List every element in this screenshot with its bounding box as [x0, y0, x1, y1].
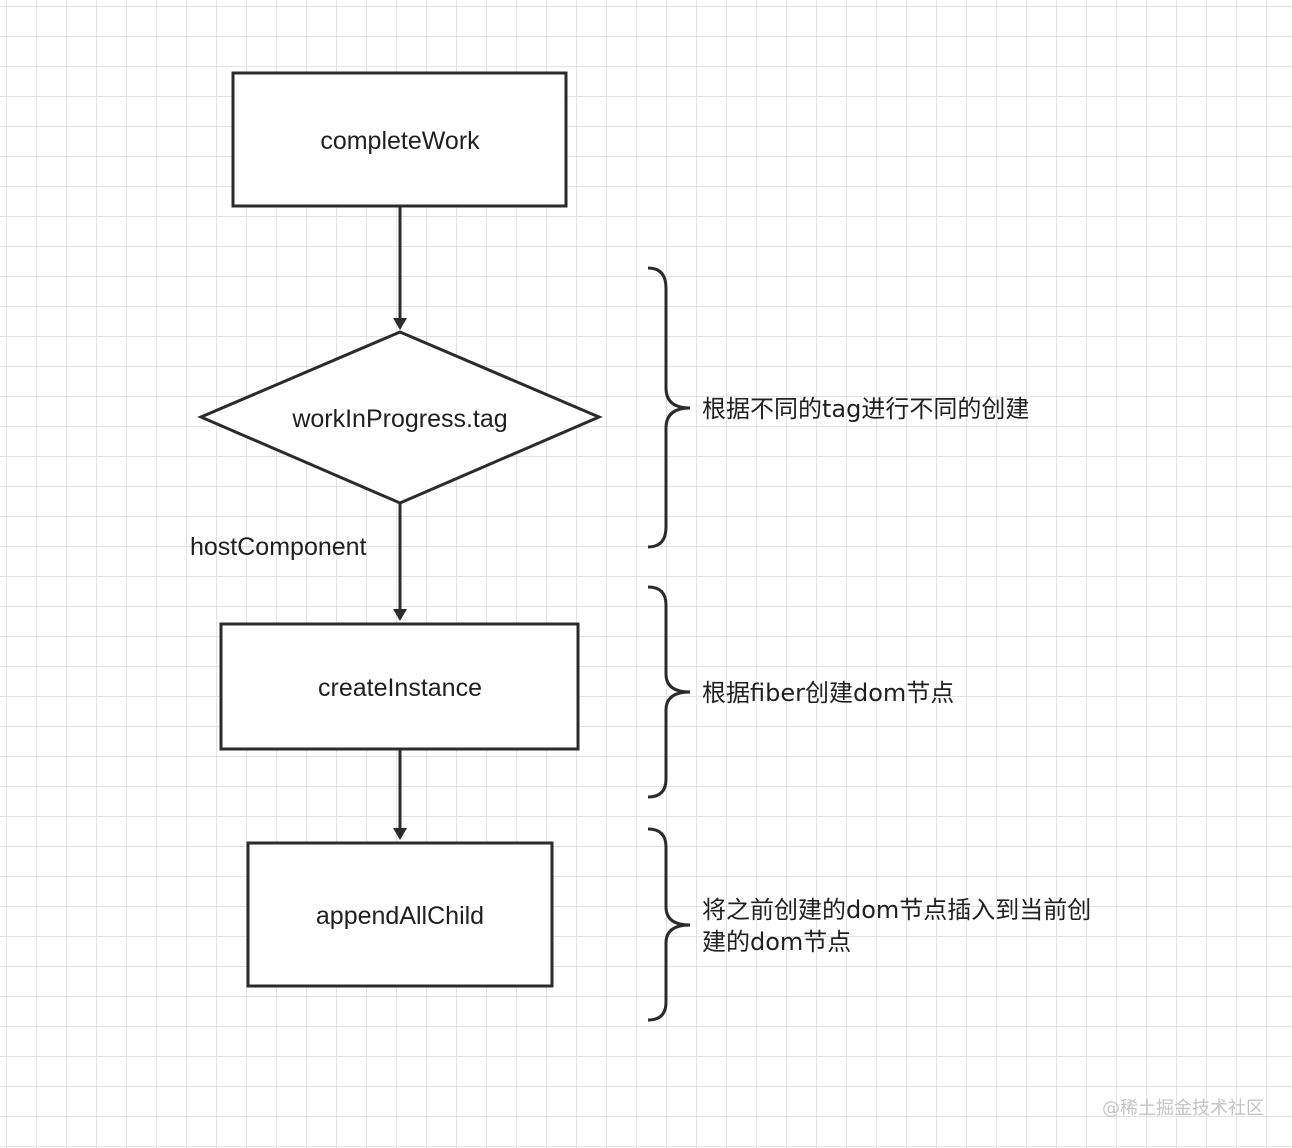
- create-instance-label: createInstance: [318, 674, 482, 702]
- annotation-insert-dom: 将之前创建的dom节点插入到当前创 建的dom节点: [702, 896, 1092, 956]
- brace-tag-creation: [647, 266, 691, 549]
- host-component-edge-label: hostComponent: [190, 533, 367, 561]
- annotation-tag-creation: 根据不同的tag进行不同的创建: [702, 395, 1030, 423]
- complete-work-label: completeWork: [320, 127, 480, 155]
- brace-create-dom: [647, 585, 691, 799]
- brace-insert-dom: [647, 827, 691, 1022]
- watermark: @稀土掘金技术社区: [1102, 1098, 1264, 1119]
- append-all-child-label: appendAllChild: [316, 902, 484, 930]
- annotation-create-dom: 根据fiber创建dom节点: [702, 679, 955, 707]
- work-in-progress-tag-label: workInProgress.tag: [291, 405, 507, 433]
- append-all-child-node: [246, 841, 554, 988]
- complete-work-node: [231, 71, 568, 208]
